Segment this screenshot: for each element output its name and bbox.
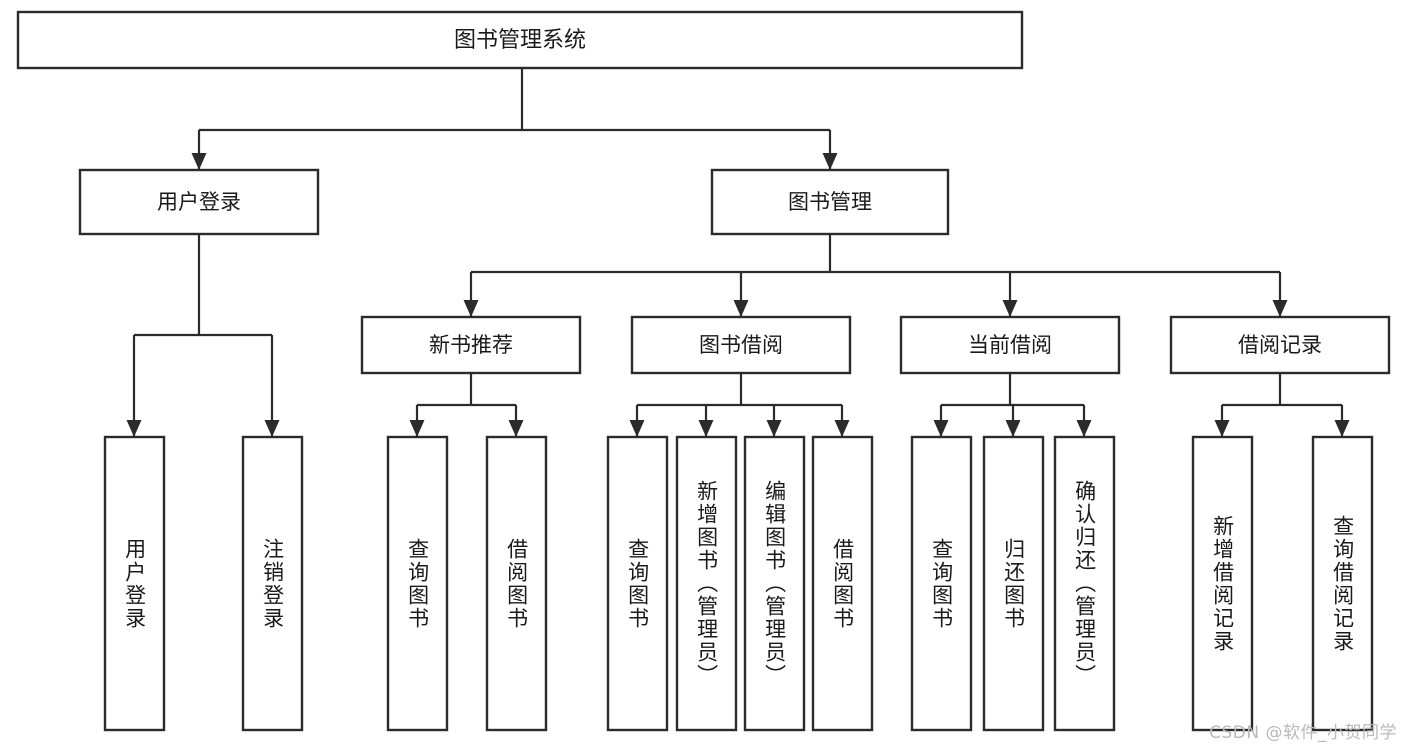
- node-root-label: 图书管理系统: [454, 28, 586, 53]
- edge-bookmanage-to-level3: [463, 234, 1288, 317]
- edge-arrowhead: [508, 420, 524, 437]
- node-current-borrow-label: 当前借阅: [968, 333, 1052, 357]
- node-leaf-add-book-admin[interactable]: [675, 435, 738, 732]
- node-leaf-borrow-book-1[interactable]: [485, 435, 548, 732]
- edge-arrowhead: [629, 420, 645, 437]
- node-new-book-recommend[interactable]: [360, 315, 582, 375]
- edge-root-to-level2: [191, 68, 838, 170]
- node-book-borrow[interactable]: [630, 315, 852, 375]
- node-leaf-confirm-return-admin[interactable]: [1053, 435, 1116, 732]
- edge-arrowhead: [766, 420, 782, 437]
- edge-recommend-to-leaves: [409, 373, 524, 437]
- edge-arrowhead: [822, 153, 838, 170]
- node-root[interactable]: [16, 10, 1024, 70]
- edge-arrowhead: [698, 420, 714, 437]
- node-borrow-record[interactable]: [1169, 315, 1391, 375]
- edge-arrowhead: [1272, 300, 1288, 317]
- node-leaf-user-login[interactable]: [103, 435, 166, 732]
- edge-arrowhead: [409, 420, 425, 437]
- edge-arrowhead: [1002, 300, 1018, 317]
- node-current-borrow[interactable]: [899, 315, 1121, 375]
- edge-arrowhead: [1005, 420, 1021, 437]
- edge-arrowhead: [1334, 420, 1350, 437]
- edge-arrowhead: [463, 300, 479, 317]
- edges-layer: [126, 68, 1350, 437]
- node-leaf-add-borrow-record[interactable]: [1191, 435, 1254, 732]
- edge-arrowhead: [834, 420, 850, 437]
- node-leaf-borrow-book-2[interactable]: [811, 435, 874, 732]
- node-borrow-record-label: 借阅记录: [1238, 333, 1322, 357]
- node-new-book-recommend-label: 新书推荐: [429, 333, 513, 357]
- edge-userlogin-to-leaves: [126, 234, 280, 437]
- node-user-login-label: 用户登录: [157, 190, 241, 214]
- edge-current-to-leaves: [933, 373, 1092, 437]
- node-leaf-edit-book-admin[interactable]: [743, 435, 806, 732]
- edge-arrowhead: [191, 153, 207, 170]
- edge-arrowhead: [1076, 420, 1092, 437]
- node-leaf-return-book[interactable]: [982, 435, 1045, 732]
- edge-record-to-leaves: [1214, 373, 1350, 437]
- edge-borrow-to-leaves: [629, 373, 850, 437]
- node-leaf-query-book-1[interactable]: [386, 435, 449, 732]
- watermark-text: CSDN @软件_小贺同学: [1209, 723, 1397, 743]
- node-leaf-query-book-2[interactable]: [606, 435, 669, 732]
- node-leaf-logout-login[interactable]: [241, 435, 304, 732]
- node-leaf-query-book-3[interactable]: [910, 435, 973, 732]
- edge-arrowhead: [126, 420, 142, 437]
- node-book-manage-label: 图书管理: [788, 190, 872, 214]
- boxes-layer: [16, 10, 1391, 732]
- node-leaf-query-borrow-record[interactable]: [1311, 435, 1374, 732]
- edge-arrowhead: [264, 420, 280, 437]
- edge-arrowhead: [1214, 420, 1230, 437]
- node-book-borrow-label: 图书借阅: [699, 333, 783, 357]
- edge-arrowhead: [733, 300, 749, 317]
- edge-arrowhead: [933, 420, 949, 437]
- node-user-login[interactable]: [78, 168, 320, 236]
- node-book-manage[interactable]: [710, 168, 950, 236]
